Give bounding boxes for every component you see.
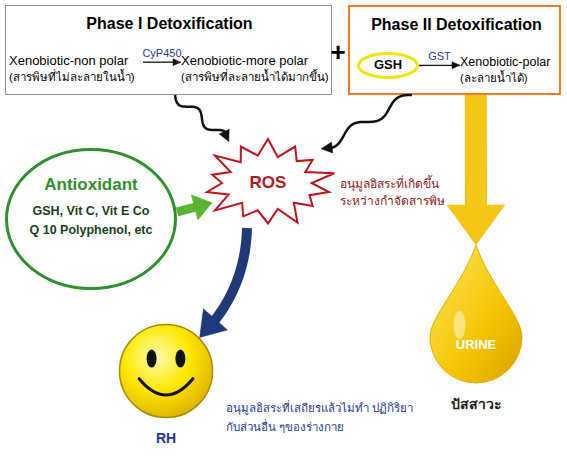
smiley-label: RH xyxy=(118,429,214,447)
compound-group: Xenobiotic-non polar(สารพิษที่ไม่ละลายใน… xyxy=(9,53,143,87)
connector-line xyxy=(175,95,225,134)
connector-line xyxy=(177,206,198,211)
enzyme-label: GST xyxy=(428,49,451,63)
urine-drop: URINEปัสสาวะ xyxy=(430,245,522,383)
curved-arrow xyxy=(200,228,247,337)
arrow-head xyxy=(191,195,212,220)
antioxidant-circle-shape xyxy=(5,148,177,290)
smiley-note: อนุมูลอิสระที่เสถียรแล้วไม่ทำ ปฏิกิริยาก… xyxy=(226,399,426,437)
block-arrow xyxy=(177,195,212,220)
compound-note: (สารพิษที่ไม่ละลายในน้ำ) xyxy=(9,70,143,85)
compound-name: Xenobiotic-more polar xyxy=(181,53,331,70)
smiley-mouth xyxy=(139,379,193,395)
phase-title: Phase I Detoxification xyxy=(6,14,333,35)
smiley-face-shape xyxy=(118,323,214,419)
drop-highlight xyxy=(453,311,465,339)
drop-label: URINE xyxy=(430,337,522,354)
wavy-arrow xyxy=(321,95,412,153)
smiley-face: RHอนุมูลอิสระที่เสถียรแล้วไม่ทำ ปฏิกิริย… xyxy=(118,323,214,419)
compound-name: Xenobiotic-polar xyxy=(460,54,562,70)
burst-note: อนุมูลอิสระที่เกิดขึ้น ระหว่างกำจัดสารพิ… xyxy=(340,176,525,210)
connector-line xyxy=(419,65,454,67)
drop-caption: ปัสสาวะ xyxy=(410,395,542,413)
circle-body: GSH, Vit C, Vit E Co Q 10 Polyphenol, et… xyxy=(29,202,153,240)
connector-line xyxy=(465,95,487,213)
wavy-arrow xyxy=(175,95,229,142)
arrow-head xyxy=(219,129,229,141)
reaction-arrow xyxy=(419,62,460,69)
arrow-head xyxy=(452,62,460,69)
compound-group: Xenobiotic-polar(ละลายน้ำได้) xyxy=(460,54,562,88)
smiley-outline xyxy=(120,325,213,418)
urine-drop-shape xyxy=(430,245,522,383)
reaction-arrow xyxy=(143,59,181,66)
burst-label: ROS xyxy=(198,172,338,194)
circle-heading: Antioxidant xyxy=(5,174,177,196)
plus-sign: + xyxy=(329,36,347,70)
ellipse-label: GSH xyxy=(357,57,419,74)
compound-note: (ละลายน้ำได้) xyxy=(460,71,562,86)
arrow-head xyxy=(173,59,181,66)
compound-note: (สารพิษที่ละลายน้ำได้มากขึ้น) xyxy=(181,70,331,85)
enzyme-label: CyP450 xyxy=(142,46,181,60)
smiley-eye xyxy=(147,350,157,368)
gsh-ellipse: GSH xyxy=(357,52,419,79)
antioxidant-circle: AntioxidantGSH, Vit C, Vit E Co Q 10 Pol… xyxy=(5,148,177,290)
arrow-head xyxy=(200,309,228,338)
compound-name: Xenobiotic-non polar xyxy=(9,53,143,70)
phase-title: Phase II Detoxification xyxy=(350,15,563,36)
phase-box: GSH Xenobiotic-polar(ละลายน้ำได้) Phase II… xyxy=(348,5,561,95)
arrow-head xyxy=(321,142,333,153)
arrow-head xyxy=(447,205,505,245)
connector-line xyxy=(330,95,412,148)
connector-line xyxy=(143,62,175,63)
drop-outline xyxy=(430,245,522,383)
compound-group: Xenobiotic-more polar(สารพิษที่ละลายน้ำไ… xyxy=(181,53,331,87)
excretion-arrow xyxy=(447,95,505,245)
ros-starburst: ROSอนุมูลอิสระที่เกิดขึ้น ระหว่างกำจัดสา… xyxy=(198,138,338,228)
connector-line xyxy=(212,228,247,323)
smiley-eye xyxy=(175,350,185,368)
ellipse-outline xyxy=(7,150,176,289)
